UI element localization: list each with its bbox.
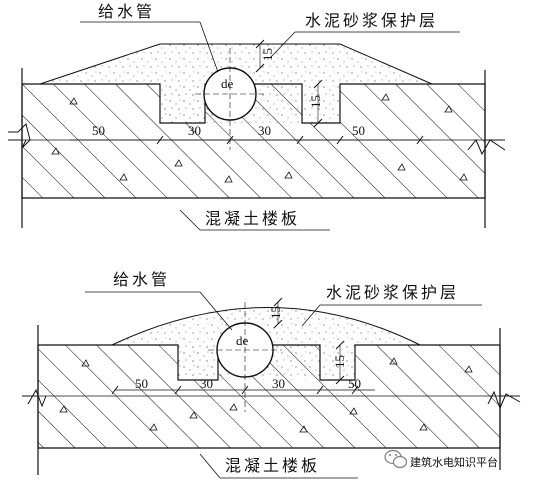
dim-right-30: 30 — [258, 123, 271, 138]
slab-label-2: 混凝土楼板 — [225, 456, 320, 475]
break-symbol-right — [467, 139, 506, 156]
watermark-text: 建筑水电知识平台 — [410, 455, 498, 469]
aggregate-marks-2 — [59, 357, 473, 433]
dim-cover-top-2: 15 — [268, 306, 283, 319]
pipe-diameter-symbol-2: de — [236, 333, 249, 348]
pipe-diameter-symbol: de — [221, 76, 234, 91]
slab-label: 混凝土楼板 — [205, 209, 300, 228]
wechat-icon — [384, 449, 408, 469]
dim-cover-side-2: 15 — [332, 355, 347, 368]
dim-left-50-2: 50 — [135, 376, 148, 391]
dim-right-50: 50 — [352, 123, 365, 138]
dim-cover-side: 15 — [308, 95, 323, 108]
dim-left-30: 30 — [188, 123, 201, 138]
mortar-label-2: 水泥砂浆保护层 — [326, 283, 459, 302]
dim-left-30-2: 30 — [200, 376, 213, 391]
break-symbol-left — [8, 123, 31, 149]
dim-right-50-2: 50 — [348, 376, 361, 391]
mortar-label: 水泥砂浆保护层 — [305, 11, 438, 30]
dim-cover-top: 15 — [260, 48, 275, 61]
diagram-1: de 给水管 水泥砂浆保护层 混凝土楼板 15 15 50 30 30 50 — [8, 2, 506, 231]
pipe-label-2: 给水管 — [113, 270, 170, 289]
break-symbol-right-2 — [487, 390, 521, 410]
dim-right-30-2: 30 — [272, 376, 285, 391]
dim-left-50: 50 — [92, 123, 105, 138]
diagram-2: de 给水管 水泥砂浆保护层 混凝土楼板 15 15 50 30 30 50 — [22, 270, 521, 479]
pipe-label: 给水管 — [98, 2, 155, 21]
watermark: 建筑水电知识平台 — [384, 449, 498, 469]
aggregate-marks — [51, 93, 468, 183]
break-symbol-left-2 — [22, 388, 47, 408]
